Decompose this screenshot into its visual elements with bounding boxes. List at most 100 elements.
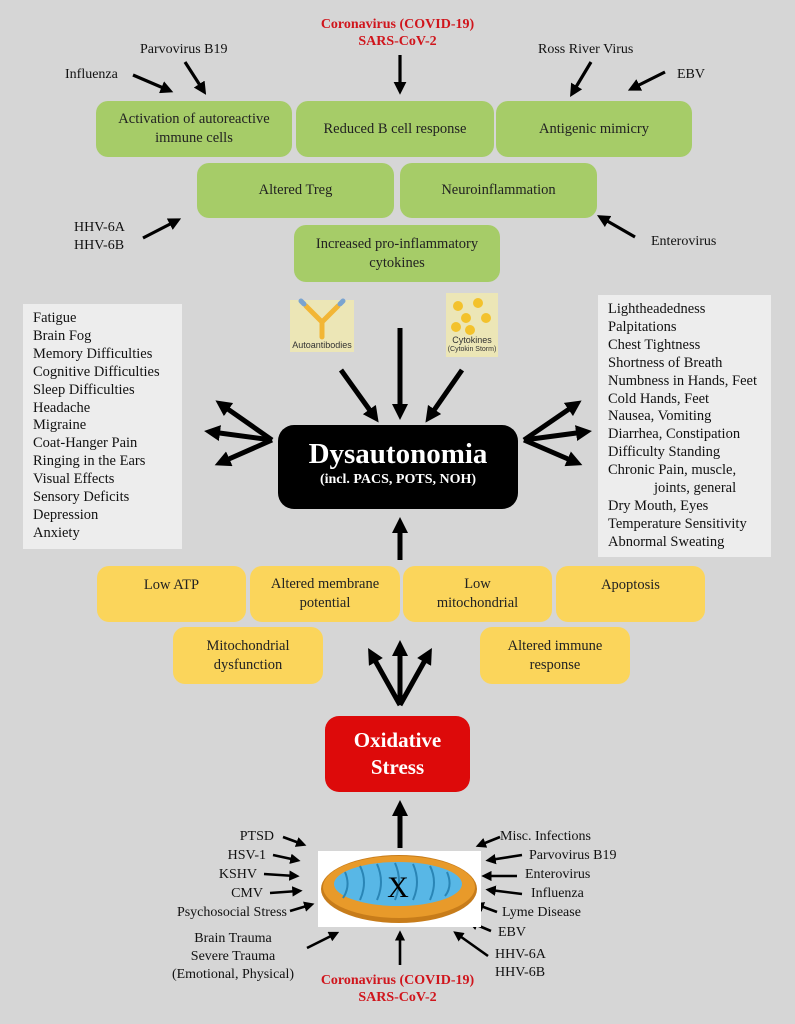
symptom-item: Palpitations <box>608 318 677 335</box>
symptom-item: Chronic Pain, muscle, <box>608 462 737 479</box>
stressor-hhv6a: HHV-6A <box>495 947 546 962</box>
oxidative-line1: Oxidative <box>353 728 442 752</box>
stressor-enterovirus: Enterovirus <box>525 867 591 882</box>
box-activation: Activation of autoreactive immune cells <box>96 101 292 157</box>
dysautonomia-title: Dysautonomia <box>308 438 488 470</box>
symptom-item: Nausea, Vomiting <box>608 408 712 425</box>
trigger-hhv6a: HHV-6A <box>74 220 125 235</box>
box-reduced-b: Reduced B cell response <box>296 101 494 157</box>
arrow-autoantibodies <box>338 368 379 423</box>
arrow-hhv6-b <box>453 931 489 958</box>
arrow-right-mid <box>523 425 592 443</box>
box-membrane: Altered membrane potential <box>250 566 400 622</box>
arrow-hsv1 <box>272 853 301 864</box>
arrow-rossriver <box>570 61 593 97</box>
symptom-item: Memory Difficulties <box>33 345 153 362</box>
box-activation-l1: Activation of autoreactive <box>118 111 270 127</box>
stressor-hhv6b: HHV-6B <box>495 965 546 980</box>
arrow-lyme <box>473 902 498 914</box>
stressor-psychosocial: Psychosocial Stress <box>176 905 287 920</box>
arrow-enterovirus <box>597 215 636 239</box>
box-low-mito: Low mitochondrial <box>403 566 552 622</box>
arrow-trident-right <box>397 648 432 707</box>
arrow-misc <box>475 835 501 848</box>
stressor-ebv: EBV <box>498 925 526 940</box>
stressor-lyme: Lyme Disease <box>502 905 581 920</box>
cytokine-storm-label: (Cytokin Storm) <box>447 346 497 353</box>
symptom-item: Temperature Sensitivity <box>608 515 747 532</box>
box-neuroinflammation: Neuroinflammation <box>400 163 597 218</box>
stressor-cmv: CMV <box>231 886 263 901</box>
symptom-item: Sensory Deficits <box>33 489 130 506</box>
cytokines-icon <box>446 293 498 357</box>
arrow-right-up <box>522 400 582 443</box>
arrow-right-down <box>523 437 583 467</box>
arrow-kshv <box>263 870 300 881</box>
box-membrane-l1: Altered membrane <box>270 576 380 592</box>
mito-mark: X <box>387 871 409 904</box>
symptom-item: Cognitive Difficulties <box>33 363 160 380</box>
box-treg: Altered Treg <box>197 163 394 218</box>
symptom-item: Sleep Difficulties <box>33 381 135 398</box>
covid-bottom-line2: SARS-CoV-2 <box>358 990 437 1005</box>
covid-top-line2: SARS-CoV-2 <box>358 34 437 49</box>
box-activation-l2: immune cells <box>155 130 233 146</box>
symptom-item: Chest Tightness <box>608 336 701 353</box>
arrow-trauma <box>306 931 340 950</box>
box-membrane-l2: potential <box>299 595 351 611</box>
symptom-item: joints, general <box>654 480 737 497</box>
stressor-kshv: KSHV <box>218 867 257 882</box>
box-low-mito-l1: Low <box>464 576 491 592</box>
trigger-hhv6b: HHV-6B <box>74 238 125 253</box>
oxidative-stress-box: Oxidative Stress <box>325 716 470 792</box>
box-immune-response: Altered immune response <box>480 627 630 684</box>
trigger-ebv: EBV <box>677 67 705 82</box>
arrow-psycho <box>289 901 315 913</box>
trigger-parvovirus: Parvovirus B19 <box>140 42 228 57</box>
symptom-item: Shortness of Breath <box>608 354 723 371</box>
symptom-item: Brain Fog <box>33 327 92 344</box>
symptom-item: Headache <box>33 399 91 416</box>
stressor-ptsd: PTSD <box>239 829 274 844</box>
arrow-influenza <box>132 73 174 94</box>
trigger-ross-river: Ross River Virus <box>538 42 634 57</box>
oxidative-line2: Stress <box>370 755 425 779</box>
box-immune-l2: response <box>529 656 581 673</box>
stressor-hsv1: HSV-1 <box>227 848 266 863</box>
box-immune-l1: Altered immune <box>507 637 603 654</box>
stressor-trauma-l2: Severe Trauma <box>190 949 276 964</box>
symptom-item: Difficulty Standing <box>608 444 721 461</box>
box-apoptosis: Apoptosis <box>556 566 705 622</box>
symptom-item: Visual Effects <box>33 471 115 488</box>
arrow-cytokines <box>425 368 465 423</box>
symptom-item: Diarrhea, Constipation <box>608 426 741 443</box>
symptom-item: Lightheadedness <box>608 301 706 317</box>
box-low-mito-l2: mitochondrial <box>436 595 519 611</box>
symptom-item: Depression <box>33 506 99 523</box>
arrow-parvo-b <box>485 853 523 865</box>
box-cytokines-l2: cytokines <box>369 254 425 271</box>
box-low-atp: Low ATP <box>97 566 246 622</box>
arrow-left-up <box>215 400 274 443</box>
mitochondrion-icon: X <box>318 851 481 927</box>
autoantibody-icon <box>290 298 354 352</box>
arrow-influenza-b <box>485 885 523 896</box>
stressor-trauma-l1: Brain Trauma <box>194 931 272 946</box>
symptom-item: Dry Mouth, Eyes <box>608 497 709 514</box>
symptom-item: Cold Hands, Feet <box>608 390 710 407</box>
stressor-parvovirus: Parvovirus B19 <box>529 848 617 863</box>
box-mimicry: Antigenic mimicry <box>496 101 692 157</box>
box-dysfunction-l2: dysfunction <box>213 656 283 673</box>
arrow-cmv <box>269 886 303 897</box>
covid-bottom-line1: Coronavirus (COVID-19) <box>320 973 475 988</box>
dysautonomia-subtitle: (incl. PACS, POTS, NOH) <box>319 472 477 487</box>
stressor-misc: Misc. Infections <box>500 829 591 844</box>
dysautonomia-box: Dysautonomia (incl. PACS, POTS, NOH) <box>278 425 518 509</box>
symptom-item: Fatigue <box>33 310 77 326</box>
stressor-influenza: Influenza <box>531 886 584 901</box>
